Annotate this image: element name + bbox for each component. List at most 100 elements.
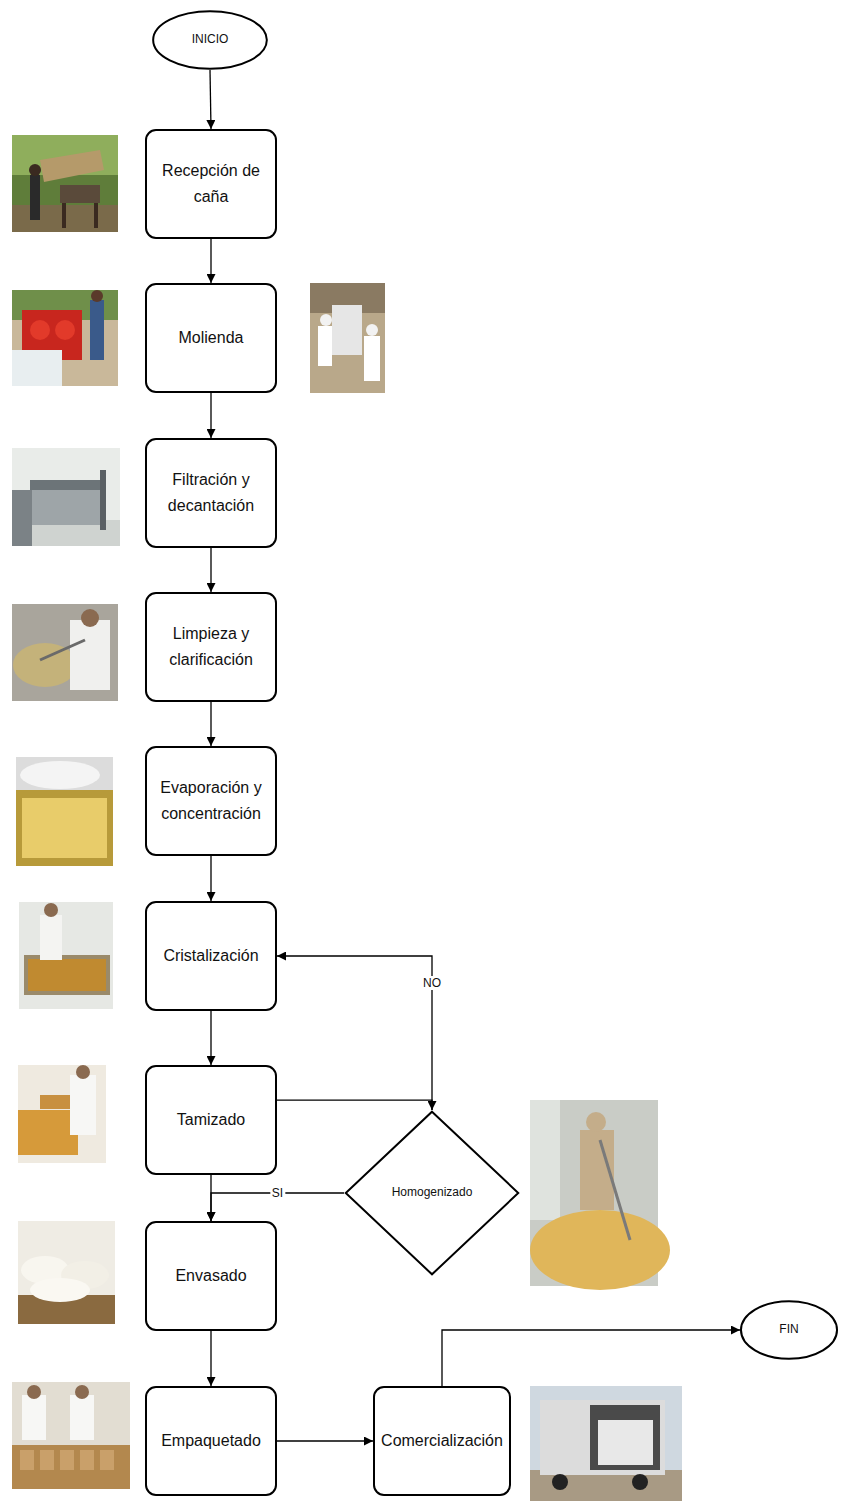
photo-detail (100, 470, 106, 530)
flow-connector (277, 1100, 432, 1110)
node-label: INICIO (192, 30, 229, 49)
photo-detail (16, 757, 113, 866)
homogenizing-photo (530, 1100, 670, 1290)
bagging-photo (18, 1221, 115, 1324)
photo-detail (20, 1450, 34, 1470)
flow-connector (277, 1440, 373, 1441)
flow-connector (210, 393, 211, 438)
photo-detail (70, 1075, 96, 1135)
clarification-photo (12, 604, 118, 701)
flow-connector (210, 702, 211, 746)
process-box: Molienda (145, 283, 277, 393)
photo-detail (310, 283, 385, 393)
photo-detail (40, 150, 104, 182)
process-box: Empaquetado (145, 1386, 277, 1496)
node-label: Envasado (175, 1263, 246, 1289)
photo-detail (12, 1445, 130, 1489)
photo-detail (22, 798, 107, 858)
process-box: Cristalización (145, 901, 277, 1011)
flow-connector (210, 1331, 211, 1386)
node-label: Empaquetado (161, 1428, 261, 1454)
photo-detail (530, 1210, 670, 1290)
flow-connector (210, 856, 211, 901)
cane-photo (12, 135, 118, 232)
node-label: FIN (779, 1320, 798, 1339)
node-label: Molienda (179, 325, 244, 351)
photo-detail (12, 604, 118, 701)
photo-detail (364, 336, 380, 381)
edge-label: SI (270, 1186, 285, 1200)
process-box: Tamizado (145, 1065, 277, 1175)
photo-detail (12, 290, 118, 386)
flow-connector (210, 70, 211, 129)
photo-detail (13, 643, 77, 687)
process-box: Evaporación y concentración (145, 746, 277, 856)
node-label: Homogenizado (392, 1183, 473, 1202)
photo-detail (30, 480, 100, 490)
sieving-photo (18, 1065, 106, 1163)
photo-detail (30, 480, 100, 525)
process-box: Comercialización (373, 1386, 511, 1496)
photo-detail (24, 955, 110, 995)
photo-detail (16, 790, 113, 866)
photo-detail (12, 350, 62, 386)
process-box: Filtración y decantación (145, 438, 277, 548)
flow-connector (210, 239, 211, 283)
photo-detail (30, 320, 50, 340)
process-box: Limpieza y clarificación (145, 592, 277, 702)
node-label: Evaporación y concentración (153, 775, 269, 826)
photo-detail (27, 1385, 41, 1399)
photo-detail (18, 1065, 106, 1163)
evaporation-photo (16, 757, 113, 866)
photo-detail (76, 1065, 90, 1079)
flow-connector (277, 956, 432, 1110)
photo-detail (60, 1450, 74, 1470)
node-label: Tamizado (177, 1107, 245, 1133)
photo-detail (18, 1221, 115, 1324)
process-box: Envasado (145, 1221, 277, 1331)
process-box: Recepción de caña (145, 129, 277, 239)
photo-detail (30, 1278, 90, 1302)
flow-connector (210, 548, 211, 592)
truck-photo (530, 1386, 682, 1501)
photo-detail (62, 203, 66, 228)
photo-detail (28, 959, 106, 991)
photo-detail (590, 1405, 660, 1470)
node-label: Recepción de caña (153, 158, 269, 209)
node-label: Limpieza y clarificación (153, 621, 269, 672)
node-label: Comercialización (381, 1428, 503, 1454)
photo-detail (12, 448, 120, 546)
photo-detail (18, 1110, 78, 1155)
photo-detail (40, 1450, 54, 1470)
photo-detail (598, 1420, 653, 1465)
photo-detail (600, 1140, 630, 1240)
photo-detail (30, 175, 40, 220)
photo-detail (40, 640, 85, 660)
photo-detail (540, 1400, 665, 1475)
mill-photo (12, 290, 118, 386)
edge-label: NO (421, 976, 443, 990)
photo-detail (91, 290, 103, 302)
photo-detail (75, 1385, 89, 1399)
photo-detail (22, 1395, 46, 1440)
photo-detail (552, 1474, 568, 1490)
photo-detail (530, 1100, 560, 1220)
decision-diamond: Homogenizado (344, 1110, 520, 1276)
filter-photo (12, 448, 120, 546)
photo-detail (530, 1386, 682, 1501)
photo-detail (20, 761, 100, 789)
node-label: Cristalización (163, 943, 258, 969)
photo-detail (81, 609, 99, 627)
photo-detail (44, 903, 58, 917)
photo-detail (60, 185, 100, 203)
node-label: Filtración y decantación (153, 467, 269, 518)
start-terminal: INICIO (152, 10, 268, 70)
terminal-ellipse (741, 1301, 837, 1359)
photo-detail (70, 1395, 94, 1440)
photo-detail (632, 1474, 648, 1490)
photo-detail (12, 490, 32, 546)
flow-connector (442, 1330, 740, 1386)
